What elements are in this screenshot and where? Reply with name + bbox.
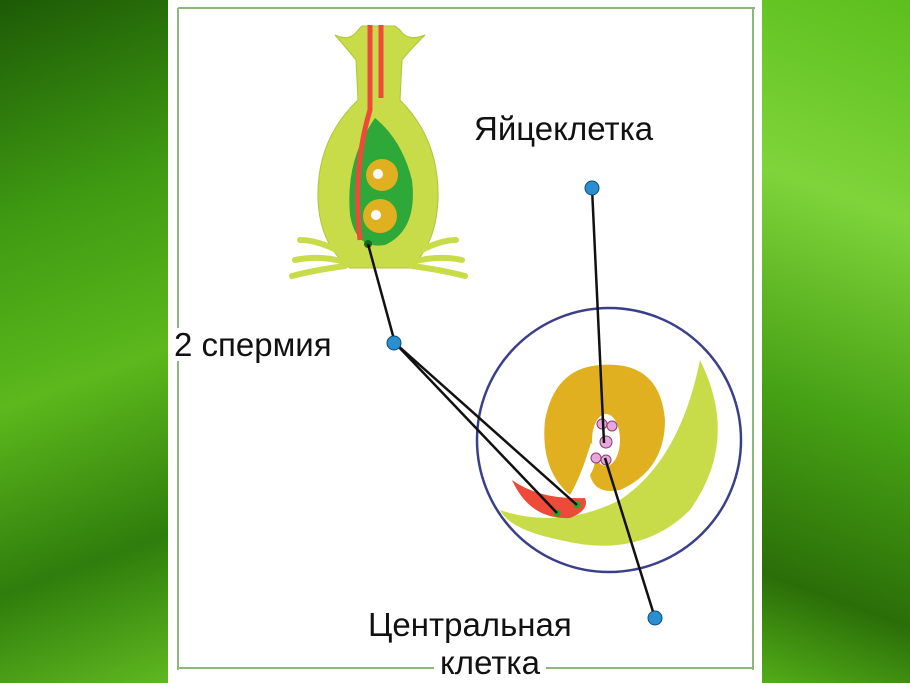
egg-cell-pointer-dot	[584, 180, 600, 196]
pointer-dots	[386, 180, 663, 626]
pollen-tube-tip	[512, 480, 586, 519]
pointer-lines	[366, 187, 657, 619]
central-cell-label-line1: Центральная	[368, 606, 572, 643]
ovule-cross-section	[475, 306, 743, 574]
leaf-background-right	[760, 0, 910, 683]
pollen-tube	[355, 25, 373, 241]
pistil-illustration	[289, 25, 468, 279]
central-cell-pointer-dot	[647, 610, 663, 626]
egg-cell-label: Яйцеклетка	[474, 110, 654, 147]
sperm-pointer-dot	[386, 335, 402, 351]
sperm-label: 2 спермия	[174, 326, 332, 363]
leaf-background-left	[0, 0, 170, 683]
ovule-bottom	[363, 199, 397, 233]
ovule-top	[366, 159, 398, 191]
central-cell-label-line2: клетка	[434, 646, 546, 679]
